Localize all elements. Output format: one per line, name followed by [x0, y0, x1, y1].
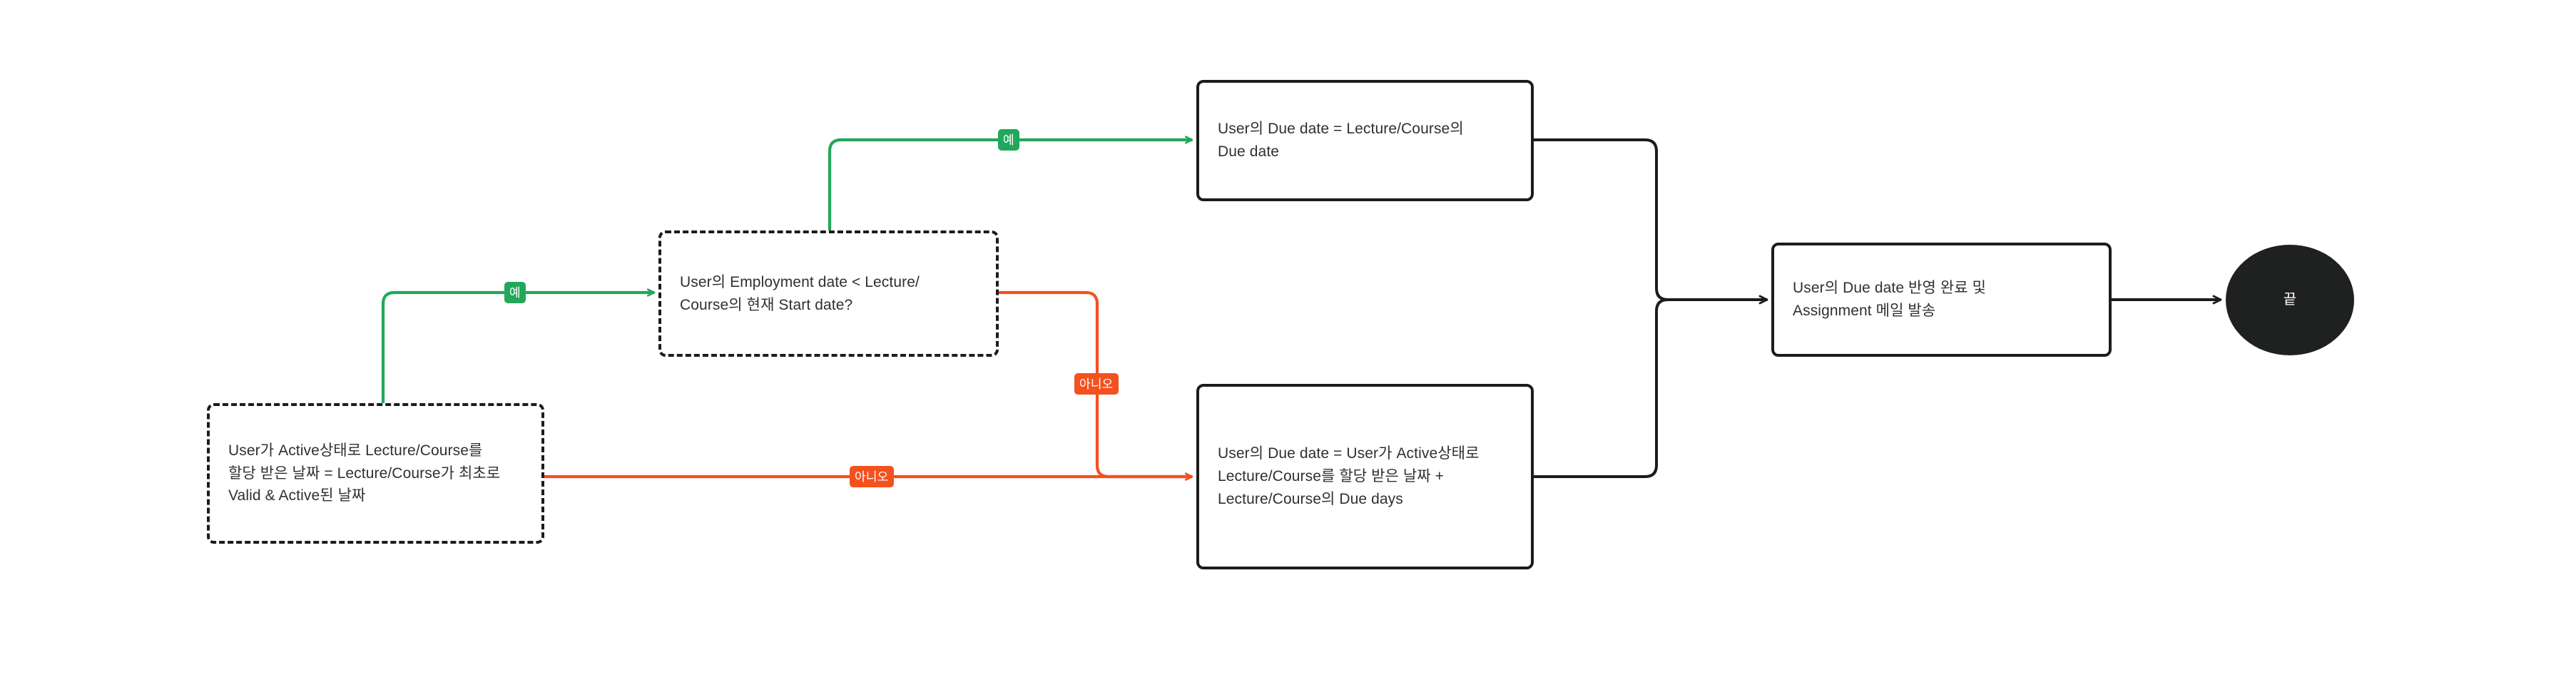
- edge-start-to-decision: [381, 293, 656, 405]
- node-end-terminal[interactable]: 끝: [2226, 245, 2354, 355]
- node-result-yes-label: User의 Due date = Lecture/Course의 Due dat…: [1218, 121, 1464, 160]
- edge-decision-yes: [828, 140, 1193, 233]
- node-decision-label: User의 Employment date < Lecture/ Course의…: [680, 273, 920, 313]
- node-final-action-label: User의 Due date 반영 완료 및 Assignment 메일 발송: [1793, 280, 1987, 319]
- node-final-action[interactable]: User의 Due date 반영 완료 및 Assignment 메일 발송: [1771, 243, 2112, 357]
- edge-label-start-to-result-no[interactable]: 아니오: [850, 466, 894, 487]
- node-start-fact[interactable]: User가 Active상태로 Lecture/Course를 할당 받은 날짜…: [207, 403, 544, 544]
- edge-result-no-to-final: [1532, 298, 1768, 478]
- edge-label-decision-yes[interactable]: 예: [998, 129, 1019, 151]
- node-decision[interactable]: User의 Employment date < Lecture/ Course의…: [658, 230, 999, 357]
- node-result-no[interactable]: User의 Due date = User가 Active상태로 Lecture…: [1196, 384, 1534, 569]
- edge-label-start-to-decision[interactable]: 예: [504, 282, 526, 303]
- node-result-no-label: User의 Due date = User가 Active상태로 Lecture…: [1218, 445, 1480, 507]
- edge-label-decision-no[interactable]: 아니오: [1074, 373, 1119, 395]
- node-start-fact-label: User가 Active상태로 Lecture/Course를 할당 받은 날짜…: [228, 442, 501, 504]
- node-end-terminal-label: 끝: [2283, 292, 2297, 308]
- node-result-yes[interactable]: User의 Due date = Lecture/Course의 Due dat…: [1196, 80, 1534, 201]
- edge-result-yes-to-final: [1532, 138, 1768, 305]
